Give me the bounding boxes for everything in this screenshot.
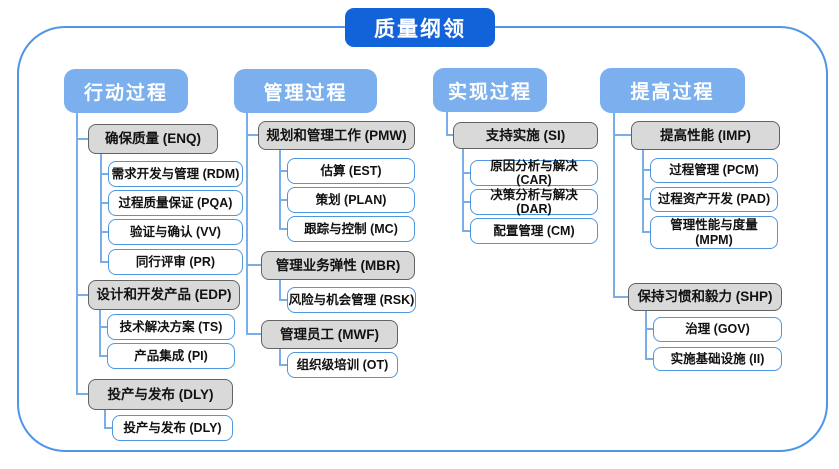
node-dar: 决策分析与解决 (DAR) <box>470 188 598 216</box>
node-enq: 确保质量 (ENQ) <box>88 124 218 154</box>
connector-line <box>446 134 453 136</box>
connector-line <box>76 138 88 140</box>
connector-line <box>613 296 628 298</box>
column-header-improvement-process: 提高过程 <box>600 68 745 113</box>
node-imp: 提高性能 (IMP) <box>631 121 780 150</box>
connector-line <box>645 328 653 330</box>
node-gov: 治理 (GOV) <box>653 317 782 342</box>
connector-line <box>100 173 108 175</box>
connector-line <box>100 231 108 233</box>
connector-line <box>462 201 470 203</box>
node-edp: 设计和开发产品 (EDP) <box>88 280 240 310</box>
connector-line <box>613 134 631 136</box>
connector-line <box>99 310 101 357</box>
connector-line <box>76 294 88 296</box>
connector-line <box>246 134 258 136</box>
node-rsk: 风险与机会管理 (RSK) <box>287 287 416 313</box>
connector-line <box>99 326 107 328</box>
node-vv: 验证与确认 (VV) <box>108 219 243 245</box>
node-shp: 保持习惯和毅力 (SHP) <box>628 283 782 311</box>
connector-line <box>279 228 287 230</box>
connector-line <box>246 333 261 335</box>
node-dly: 投产与发布 (DLY) <box>88 379 233 410</box>
connector-line <box>76 393 88 395</box>
node-car: 原因分析与解决 (CAR) <box>470 159 598 187</box>
connector-line <box>99 355 107 357</box>
connector-line <box>246 113 248 335</box>
connector-line <box>279 199 287 201</box>
node-ii: 实施基础设施 (II) <box>653 347 782 371</box>
node-pi: 产品集成 (PI) <box>107 343 235 369</box>
connector-line <box>279 299 287 301</box>
node-ot: 组织级培训 (OT) <box>287 352 398 378</box>
node-plan: 策划 (PLAN) <box>287 187 415 213</box>
connector-line <box>104 410 106 429</box>
node-mc: 跟踪与控制 (MC) <box>287 216 415 242</box>
connector-line <box>446 112 448 136</box>
connector-line <box>246 264 261 266</box>
connector-line <box>645 311 647 360</box>
connector-line <box>104 427 112 429</box>
connector-line <box>642 150 644 233</box>
connector-line <box>462 172 470 174</box>
connector-line <box>279 364 287 366</box>
connector-line <box>279 170 287 172</box>
node-mpm: 管理性能与度量 (MPM) <box>650 216 778 249</box>
connector-line <box>100 261 108 263</box>
connector-line <box>279 349 281 366</box>
connector-line <box>642 231 650 233</box>
connector-line <box>613 113 615 298</box>
connector-line <box>100 202 108 204</box>
connector-line <box>642 198 650 200</box>
node-ts: 技术解决方案 (TS) <box>107 314 235 340</box>
node-cm: 配置管理 (CM) <box>470 218 598 244</box>
node-dly-child: 投产与发布 (DLY) <box>112 415 233 441</box>
node-pad: 过程资产开发 (PAD) <box>650 187 778 212</box>
connector-line <box>279 280 281 301</box>
node-si: 支持实施 (SI) <box>453 122 598 149</box>
node-mwf: 管理员工 (MWF) <box>261 320 398 349</box>
node-pqa: 过程质量保证 (PQA) <box>108 190 243 216</box>
node-pr: 同行评审 (PR) <box>108 249 243 275</box>
node-est: 估算 (EST) <box>287 158 415 184</box>
node-rdm: 需求开发与管理 (RDM) <box>108 161 243 187</box>
connector-line <box>100 154 102 263</box>
node-pcm: 过程管理 (PCM) <box>650 158 778 183</box>
connector-line <box>76 113 78 395</box>
connector-line <box>645 358 653 360</box>
node-mbr: 管理业务弹性 (MBR) <box>261 251 415 280</box>
column-header-management-process: 管理过程 <box>234 69 377 113</box>
connector-line <box>462 149 464 232</box>
column-header-action-process: 行动过程 <box>64 69 188 113</box>
column-header-realization-process: 实现过程 <box>433 68 547 112</box>
diagram-title: 质量纲领 <box>345 8 495 47</box>
connector-line <box>462 230 470 232</box>
connector-line <box>642 169 650 171</box>
connector-line <box>279 150 281 230</box>
node-pmw: 规划和管理工作 (PMW) <box>258 121 415 150</box>
